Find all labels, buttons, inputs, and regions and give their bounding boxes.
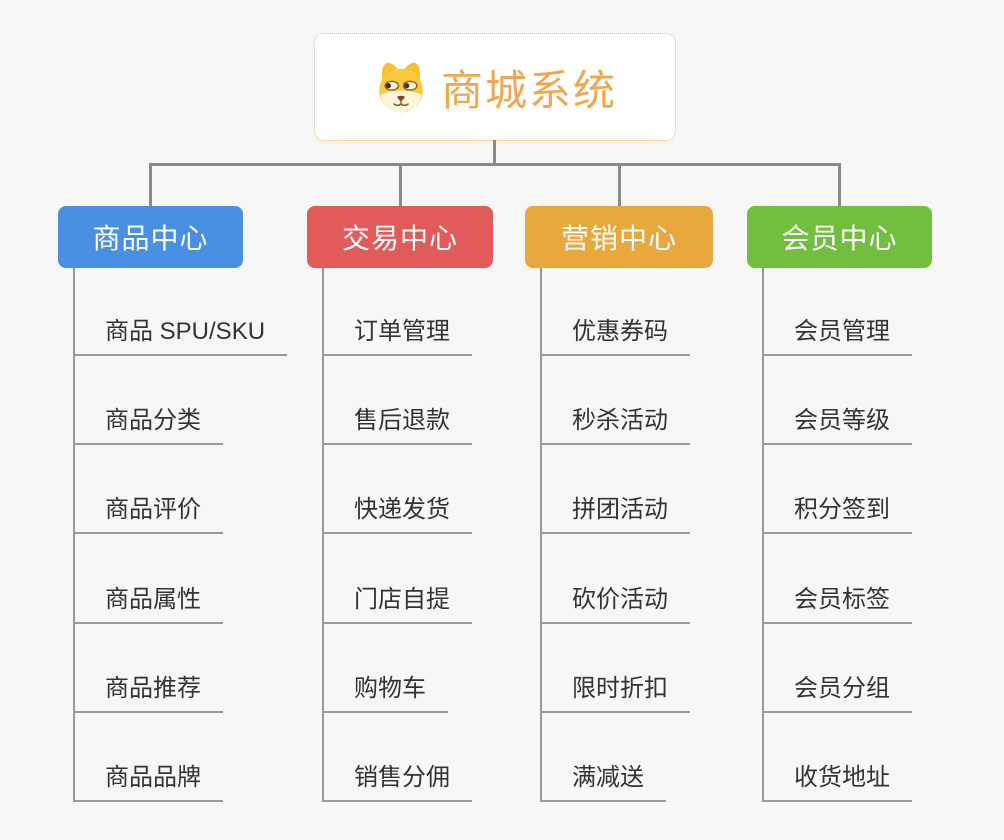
leaf-node[interactable]: 商品属性 [73, 584, 223, 624]
branch-label: 营销中心 [560, 223, 677, 254]
branch-spine [73, 268, 75, 802]
leaf-node[interactable]: 商品 SPU/SKU [73, 316, 288, 356]
leaf-node[interactable]: 会员分组 [762, 673, 912, 713]
branch-label: 会员中心 [781, 223, 898, 254]
branch-node-product-center[interactable]: 商品中心 [58, 206, 243, 268]
branch-spine [540, 268, 542, 802]
root-title: 商城系统 [440, 66, 617, 114]
branch-spine [322, 268, 324, 802]
leaf-node[interactable]: 商品分类 [73, 405, 223, 445]
connector-stub-branch-4 [838, 163, 841, 207]
leaf-node[interactable]: 限时折扣 [540, 673, 690, 713]
root-node[interactable]: 商城系统 [314, 33, 676, 141]
leaf-node[interactable]: 秒杀活动 [540, 405, 690, 445]
leaf-node[interactable]: 商品评价 [73, 494, 223, 534]
leaf-node[interactable]: 售后退款 [322, 405, 472, 445]
leaf-node[interactable]: 会员管理 [762, 316, 912, 356]
connector-stub-branch-3 [618, 163, 621, 207]
connector-root-drop [493, 140, 496, 166]
shiba-dog-icon [379, 62, 423, 113]
leaf-node[interactable]: 销售分佣 [322, 762, 472, 802]
leaf-node[interactable]: 会员标签 [762, 584, 912, 624]
branch-label: 商品中心 [92, 223, 209, 254]
leaf-node[interactable]: 订单管理 [322, 316, 472, 356]
leaf-node[interactable]: 砍价活动 [540, 584, 690, 624]
leaf-node[interactable]: 购物车 [322, 673, 448, 713]
leaf-node[interactable]: 收货地址 [762, 762, 912, 802]
branch-node-trade-center[interactable]: 交易中心 [307, 206, 493, 268]
leaf-node[interactable]: 商品推荐 [73, 673, 223, 713]
branch-node-marketing-center[interactable]: 营销中心 [525, 206, 713, 268]
branch-label: 交易中心 [341, 223, 458, 254]
connector-stub-branch-2 [399, 163, 402, 207]
leaf-node[interactable]: 积分签到 [762, 494, 912, 534]
leaf-node[interactable]: 商品品牌 [73, 762, 223, 802]
leaf-node[interactable]: 会员等级 [762, 405, 912, 445]
leaf-node[interactable]: 快递发货 [322, 494, 472, 534]
leaf-node[interactable]: 拼团活动 [540, 494, 690, 534]
leaf-node[interactable]: 门店自提 [322, 584, 472, 624]
connector-stub-branch-1 [149, 163, 152, 207]
leaf-node[interactable]: 满减送 [540, 762, 666, 802]
branch-node-member-center[interactable]: 会员中心 [747, 206, 932, 268]
branch-spine [762, 268, 764, 802]
connector-bus [149, 163, 841, 166]
leaf-node[interactable]: 优惠券码 [540, 316, 690, 356]
